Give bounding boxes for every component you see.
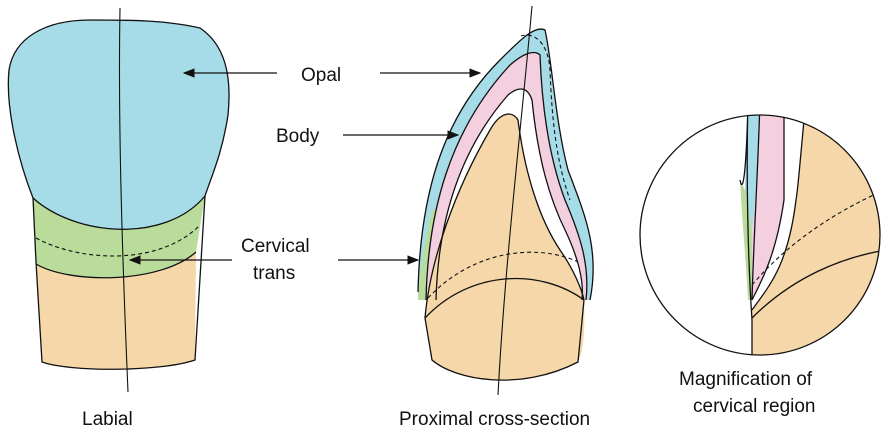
label-proximal: Proximal cross-section [399,409,590,430]
labial-tooth [8,8,229,392]
magnification-circle [600,100,881,380]
proximal-tooth [418,6,593,395]
label-cervical-region: cervical region [693,396,816,417]
labial-opal-region [8,20,229,229]
label-labial: Labial [82,409,133,430]
label-magnification: Magnification of [679,369,813,390]
label-body: Body [276,126,320,147]
label-cervical: Cervical [241,236,310,257]
label-opal: Opal [301,65,341,86]
label-trans: trans [253,263,295,284]
